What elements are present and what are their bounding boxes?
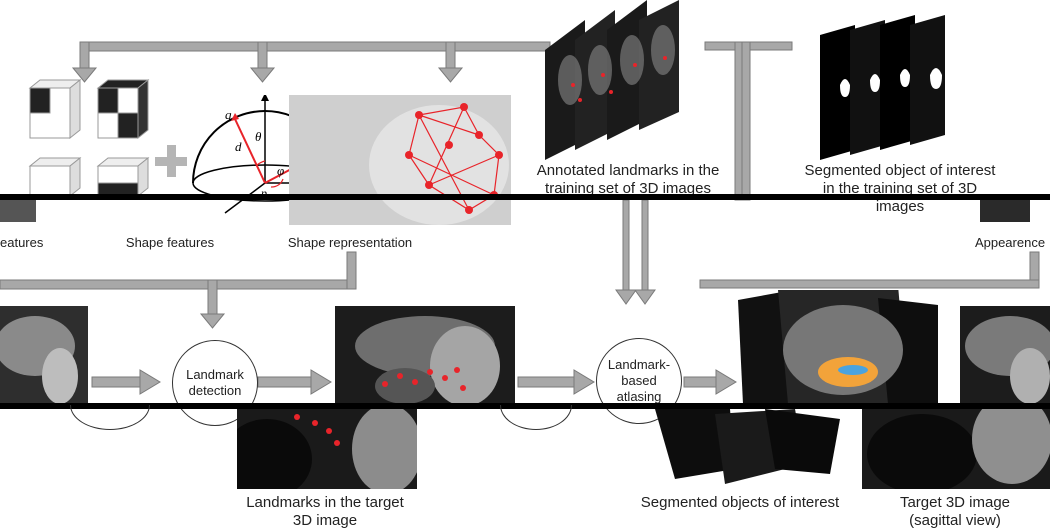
training-mri-stack (545, 0, 679, 160)
landmarks-target-mri-image (335, 306, 515, 404)
target-image-label: Target 3D image (sagittal view) (899, 494, 1011, 529)
annotated-landmarks-label: Annotated landmarks in the training set … (536, 162, 720, 197)
landmarks-target-label: Landmarks in the target 3D image (246, 494, 404, 529)
shape-representation-label: Shape representation (287, 235, 413, 250)
segmented-lower-shards (655, 409, 840, 484)
target-mri-image (960, 306, 1050, 404)
glyph-d: d (235, 139, 242, 154)
segmented-training-label: Segmented object of interest in the trai… (804, 162, 996, 215)
left-mri-image (0, 306, 88, 404)
partial-cube-icon (0, 200, 36, 222)
segmented-objects-image (738, 290, 938, 404)
black-band-top (0, 194, 1050, 200)
appearance-cube-icon (980, 196, 1030, 222)
glyph-q: q (225, 107, 232, 122)
glyph-p: p (260, 186, 267, 200)
shape-representation-image (289, 95, 511, 225)
shape-features-label: Shape features (125, 235, 215, 250)
glyph-theta: θ (255, 129, 262, 144)
landmark-detection-text: Landmark detection (186, 367, 244, 398)
landmarks-target-lower-image (237, 409, 417, 489)
segmented-objects-label: Segmented objects of interest (640, 494, 840, 511)
appearance-label: Appearence (974, 235, 1046, 250)
feature-cubes-icon (28, 78, 150, 198)
segmented-training-stack (820, 15, 945, 160)
landmark-atlasing-text: Landmark-based atlasing (607, 357, 671, 404)
glyph-phi: φ (277, 163, 284, 178)
features-label: eatures (0, 235, 44, 250)
top-bus-arrow (79, 41, 551, 52)
target-lower-image (862, 409, 1050, 489)
